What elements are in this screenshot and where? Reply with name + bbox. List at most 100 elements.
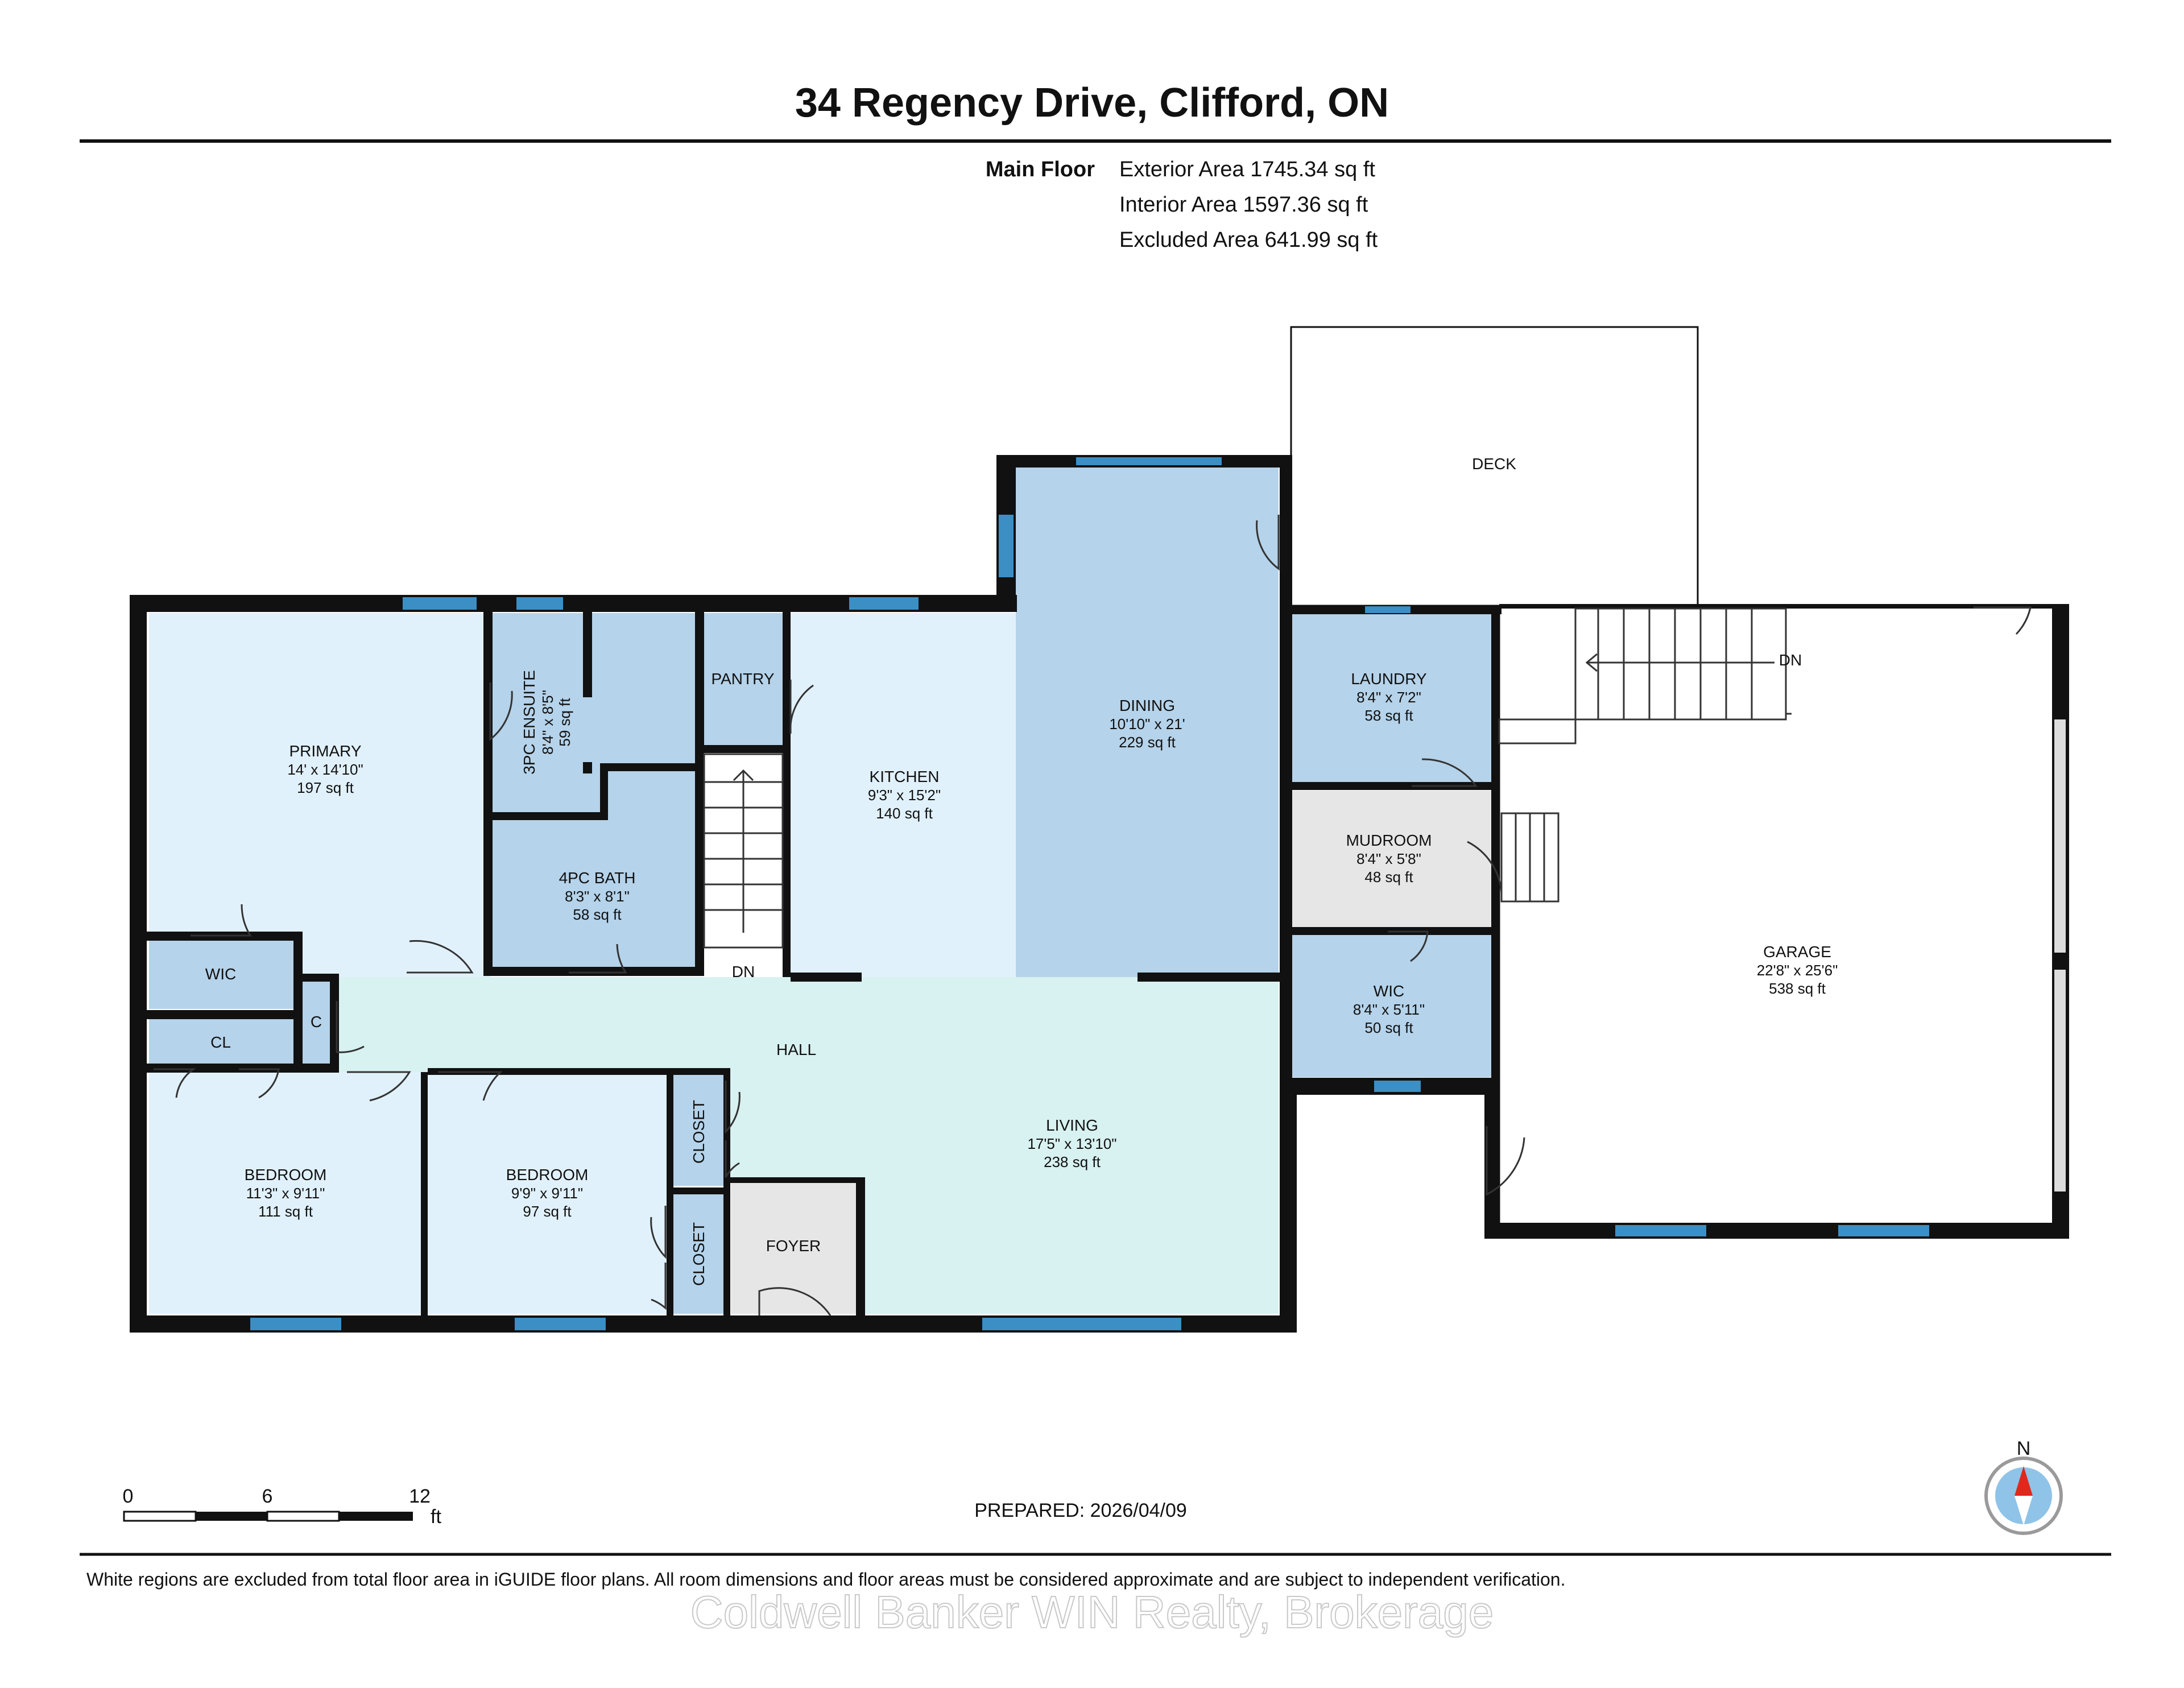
room-closet-lower-fill [673,1193,723,1314]
room-cl-fill [149,1018,296,1064]
room-ensuite-area: 59 sq ft [556,698,573,747]
wall-segment [673,1188,730,1194]
wall-segment [147,1064,332,1073]
wall-segment [293,932,303,1066]
wall-segment [600,763,700,771]
room-bedroom1-dims: 11'3" x 9'11" [246,1185,325,1202]
wall-segment [421,1072,428,1317]
room-wic-right-fill [1287,934,1491,1077]
door-swing [239,1068,280,1099]
wall-segment [130,595,147,1333]
room-wic-right-dims: 8'4" x 5'11" [1353,1001,1425,1018]
room-bedroom2-area: 97 sq ft [523,1203,572,1220]
door-swing [1467,830,1503,893]
door-swing [1486,1126,1525,1196]
room-ensuite-dims: 8'4" x 8'5" [539,690,556,755]
room-mudroom-dims: 8'4" x 5'8" [1356,850,1421,867]
door-swing [407,940,474,974]
wall-segment [673,1068,730,1075]
window [999,515,1014,577]
excluded-area: Excluded Area 641.99 sq ft [1119,228,1378,252]
stair-landing [1498,718,1577,744]
wall-segment [695,745,791,753]
room-bedroom2-fill [428,1072,667,1314]
room-c-fill [303,978,331,1064]
room-mudroom-area: 48 sq ft [1364,868,1413,886]
door-swing [154,1068,196,1098]
wall-segment [856,1177,865,1315]
room-living-area: 238 sq ft [1044,1153,1101,1170]
room-mudroom-name: MUDROOM [1346,831,1432,849]
interior-area: Interior Area 1597.36 sq ft [1119,193,1368,217]
room-kitchen-name: KITCHEN [870,768,940,785]
window [1365,606,1410,613]
room-living-dims: 17'5" x 13'10" [1027,1135,1116,1152]
room-pantry-name: PANTRY [712,670,775,688]
stair-mudroom [1500,812,1560,903]
wall-segment [783,612,791,977]
window [1838,1225,1929,1236]
room-dining-fill [1016,466,1279,977]
wall-segment [483,812,606,820]
window [982,1318,1181,1330]
floor-label: Main Floor [986,158,1095,181]
window [1076,457,1222,465]
door-swing [347,1071,411,1102]
wall-segment [1280,1078,1297,1333]
door-swing [1974,606,2032,635]
watermark: Coldwell Banker WIN Realty, Brokerage [690,1587,1494,1637]
garage-side-opening [2054,719,2066,953]
scale-tick-12: 12 [409,1486,431,1507]
compass-needle-south [2015,1496,2033,1525]
room-closet-lower-name: CLOSET [690,1222,708,1286]
wall-segment [303,974,337,982]
room-bedroom2-dims: 9'9" x 9'11" [511,1185,583,1202]
room-dining-dims: 10'10" x 21' [1109,715,1185,733]
prepared-date: PREPARED: 2026/04/09 [974,1500,1187,1521]
room-foyer-name: FOYER [766,1237,821,1255]
room-kitchen-area: 140 sq ft [876,805,933,822]
room-pantry-fill [703,613,783,745]
closet-lower-label: CLOSET [690,1222,708,1286]
room-deck-name: DECK [1472,455,1516,473]
compass-north-label: N [2017,1438,2031,1459]
window [250,1318,341,1330]
room-wic-right-area: 50 sq ft [1364,1019,1413,1036]
room-garage-area: 538 sq ft [1769,980,1826,997]
garage-outline [1498,605,2058,1230]
wall-segment [1280,455,1292,1078]
door-swing [569,944,627,974]
wall-segment [1280,782,1499,790]
wall-segment [483,967,704,976]
page-title: 34 Regency Drive, Clifford, ON [795,80,1389,126]
door-swing [789,680,814,734]
room-wic-left-fill [149,937,296,1009]
wall-segment [330,974,339,1073]
compass-needle-north [2015,1466,2033,1496]
walls [130,455,2069,1333]
scale-tick-0: 0 [123,1486,134,1507]
door-swing [650,1206,667,1259]
room-hall-name: HALL [776,1041,816,1058]
stair-outline [1574,607,1787,721]
room-dining-name: DINING [1119,697,1175,714]
scale-bar: 0 6 12 ft [123,1486,442,1528]
wall-segment [583,612,592,697]
room-garage-dims: 22'8" x 25'6" [1757,962,1838,979]
room-kitchen-dims: 9'3" x 15'2" [868,787,941,804]
door-swing [1412,758,1478,787]
room-foyer-fill [731,1177,856,1314]
wall-segment [695,612,704,976]
closet-upper-label: CLOSET [690,1100,708,1164]
compass: N [1984,1438,2063,1535]
scale-tick-6: 6 [262,1486,273,1507]
wall-segment [1491,605,1499,1081]
door-swing [1388,930,1429,962]
room-ensuite-label: 3PC ENSUITE 8'4" x 8'5" 59 sq ft [520,670,573,775]
room-wic-left-name: WIC [205,965,236,983]
room-living-fill [856,977,1279,1314]
window [849,597,919,610]
room-primary-fill [149,613,490,977]
scale-segment [123,1511,197,1522]
